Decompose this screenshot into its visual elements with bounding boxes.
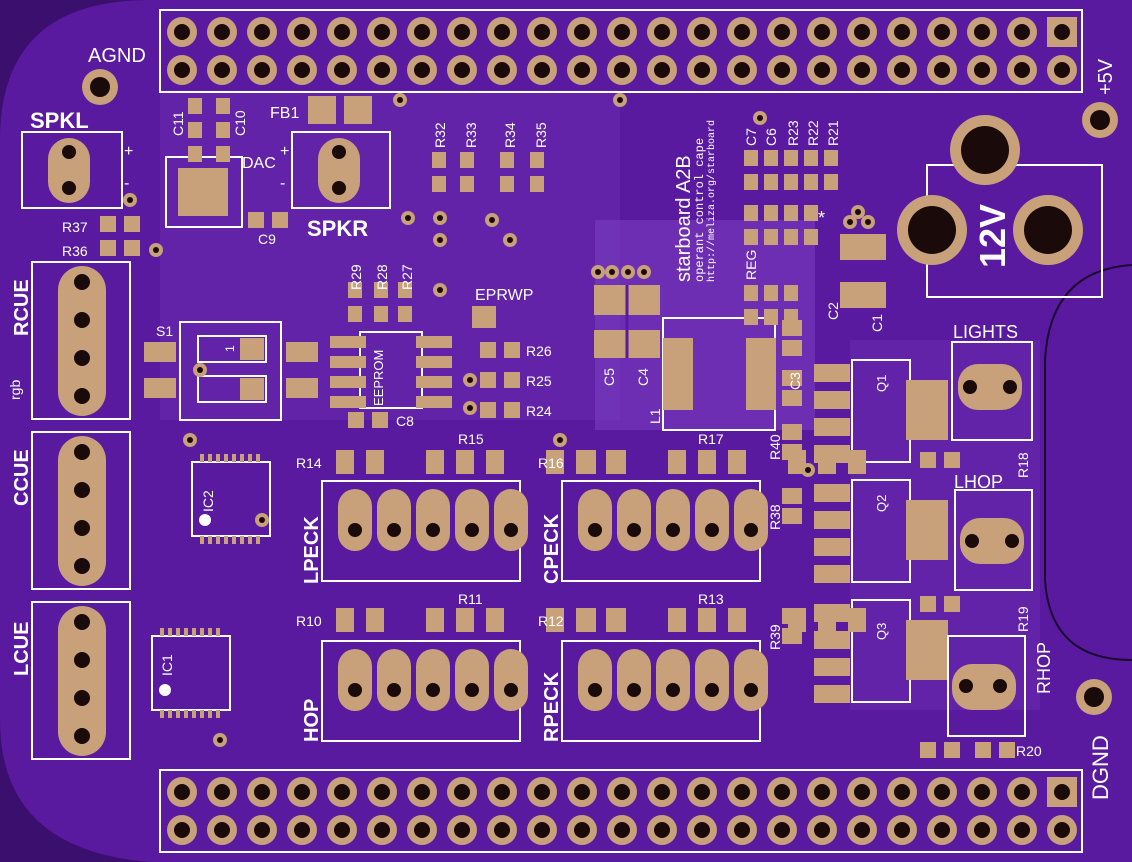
svg-text:C4: C4 (635, 368, 651, 386)
svg-text:*: * (818, 208, 825, 228)
svg-text:R18: R18 (1015, 452, 1031, 478)
dac-label: DAC (242, 155, 276, 172)
svg-text:R39: R39 (767, 624, 783, 650)
svg-text:R11: R11 (458, 591, 483, 607)
rcue-label: RCUE (11, 279, 33, 336)
svg-text:+: + (280, 143, 289, 160)
svg-text:C6: C6 (763, 128, 779, 146)
svg-text:R20: R20 (1016, 743, 1042, 759)
cue-connector (31, 601, 131, 760)
svg-text:R26: R26 (526, 343, 552, 359)
svg-text:C11: C11 (170, 111, 186, 136)
svg-text:R12: R12 (538, 613, 564, 629)
svg-text:R14: R14 (296, 455, 322, 471)
fb1-label: FB1 (270, 105, 299, 122)
svg-text:R15: R15 (458, 431, 484, 447)
svg-text:IC2: IC2 (200, 490, 216, 512)
svg-text:C7: C7 (743, 128, 759, 146)
header-top (167, 17, 1077, 85)
svg-text:R21: R21 (825, 120, 841, 146)
rhop-label: RHOP (1034, 642, 1054, 694)
svg-text:R24: R24 (526, 403, 552, 419)
svg-text:C3: C3 (787, 372, 803, 390)
spkl-label: SPKL (30, 108, 89, 133)
lhop-label: LHOP (954, 472, 1003, 492)
svg-text:R13: R13 (698, 591, 724, 607)
header-bottom (167, 777, 1077, 845)
svg-text:1: 1 (223, 345, 237, 352)
board-outline (1044, 264, 1132, 661)
board-title: starboard A2B (673, 155, 695, 282)
svg-text:-: - (280, 175, 285, 192)
hop-label: HOP (301, 699, 323, 742)
plus5v-label: +5V (1095, 58, 1117, 95)
rpeck-label: RPECK (541, 671, 563, 742)
lights-label: LIGHTS (953, 322, 1018, 342)
svg-text:R33: R33 (463, 122, 479, 148)
svg-text:R38: R38 (767, 504, 783, 530)
svg-text:L1: L1 (647, 408, 663, 424)
spkr-label: SPKR (307, 216, 368, 241)
ccue-label: CCUE (11, 449, 33, 506)
svg-text:rgb: rgb (7, 380, 23, 400)
svg-text:C2: C2 (825, 302, 841, 320)
svg-text:R28: R28 (374, 264, 390, 290)
eprwp-label: EPRWP (475, 287, 533, 304)
svg-text:Q3: Q3 (874, 623, 889, 640)
svg-text:R23: R23 (785, 120, 801, 146)
eeprom-label: EEPROM (371, 350, 386, 406)
svg-text:Q1: Q1 (874, 375, 889, 392)
board-subtitle: operant control cape (693, 138, 707, 282)
lcue-label: LCUE (11, 622, 33, 676)
svg-text:R37: R37 (62, 219, 88, 235)
agnd-label: AGND (88, 45, 146, 67)
cue-connector (31, 261, 131, 420)
svg-text:R22: R22 (805, 120, 821, 146)
svg-text:Q2: Q2 (874, 495, 889, 512)
svg-text:C10: C10 (232, 110, 248, 136)
svg-text:R40: R40 (767, 434, 783, 460)
svg-text:R35: R35 (533, 122, 549, 148)
cue-connector (31, 431, 131, 590)
svg-text:+: + (124, 143, 133, 160)
twelve-v-label: 12V (972, 204, 1013, 268)
svg-text:R10: R10 (296, 613, 322, 629)
lpeck-label: LPECK (301, 516, 323, 584)
cpeck-label: CPECK (541, 513, 563, 584)
svg-text:R19: R19 (1015, 606, 1031, 632)
svg-text:S1: S1 (156, 323, 173, 339)
svg-text:R34: R34 (502, 122, 518, 148)
svg-text:R27: R27 (399, 264, 415, 290)
svg-text:C9: C9 (258, 231, 276, 247)
svg-text:R32: R32 (432, 122, 448, 148)
svg-text:C1: C1 (869, 314, 885, 332)
svg-text:C8: C8 (396, 413, 414, 429)
svg-text:REG: REG (743, 250, 759, 280)
svg-text:R36: R36 (62, 243, 88, 259)
svg-text:-: - (124, 175, 129, 192)
svg-text:R29: R29 (348, 264, 364, 290)
board-url: http://meliza.org/starboard (706, 120, 718, 282)
dgnd-label: DGND (1088, 735, 1113, 800)
svg-text:C5: C5 (601, 368, 617, 386)
svg-text:R17: R17 (698, 431, 724, 447)
svg-text:IC1: IC1 (159, 654, 175, 676)
svg-text:R25: R25 (526, 373, 552, 389)
svg-text:R16: R16 (538, 455, 564, 471)
